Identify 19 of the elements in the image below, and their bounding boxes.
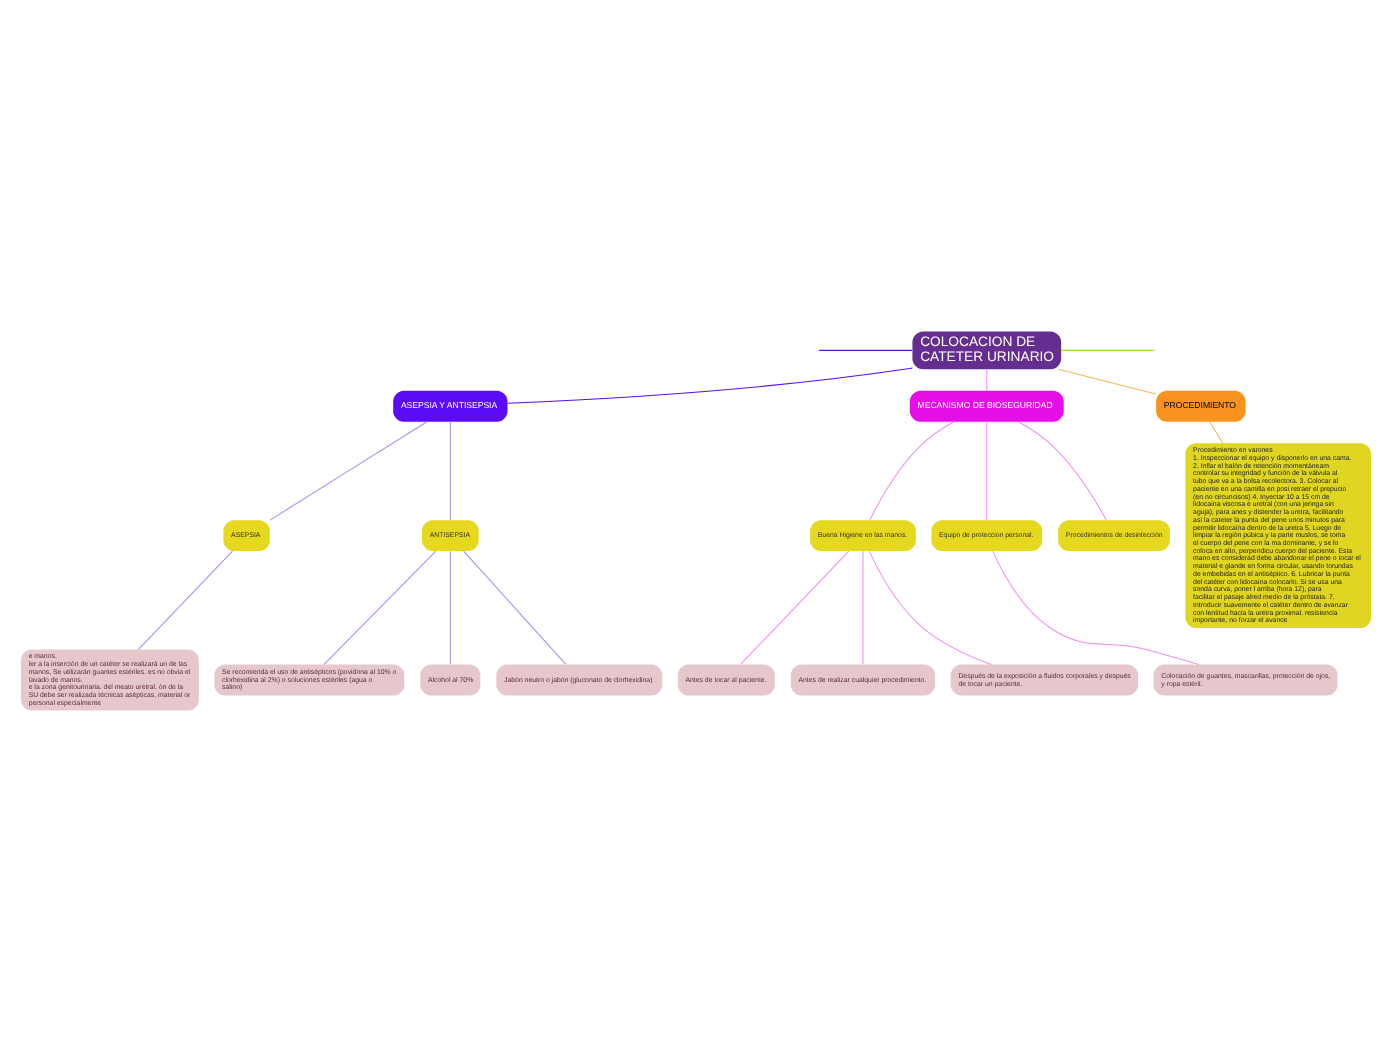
connector <box>449 549 451 664</box>
connector <box>869 420 955 520</box>
connector <box>740 549 850 664</box>
connector <box>992 549 1200 664</box>
connector <box>137 549 233 649</box>
connector <box>1209 420 1224 443</box>
connector <box>818 348 913 351</box>
connector <box>862 549 864 664</box>
connector <box>986 420 988 520</box>
connector <box>986 368 988 391</box>
connector <box>1017 420 1107 520</box>
connector <box>1057 367 1157 394</box>
connector <box>449 420 451 520</box>
connector <box>323 549 437 664</box>
connector <box>868 549 992 664</box>
connector <box>1060 348 1156 351</box>
connector <box>507 366 913 403</box>
connector <box>463 549 567 664</box>
connector <box>269 420 428 520</box>
